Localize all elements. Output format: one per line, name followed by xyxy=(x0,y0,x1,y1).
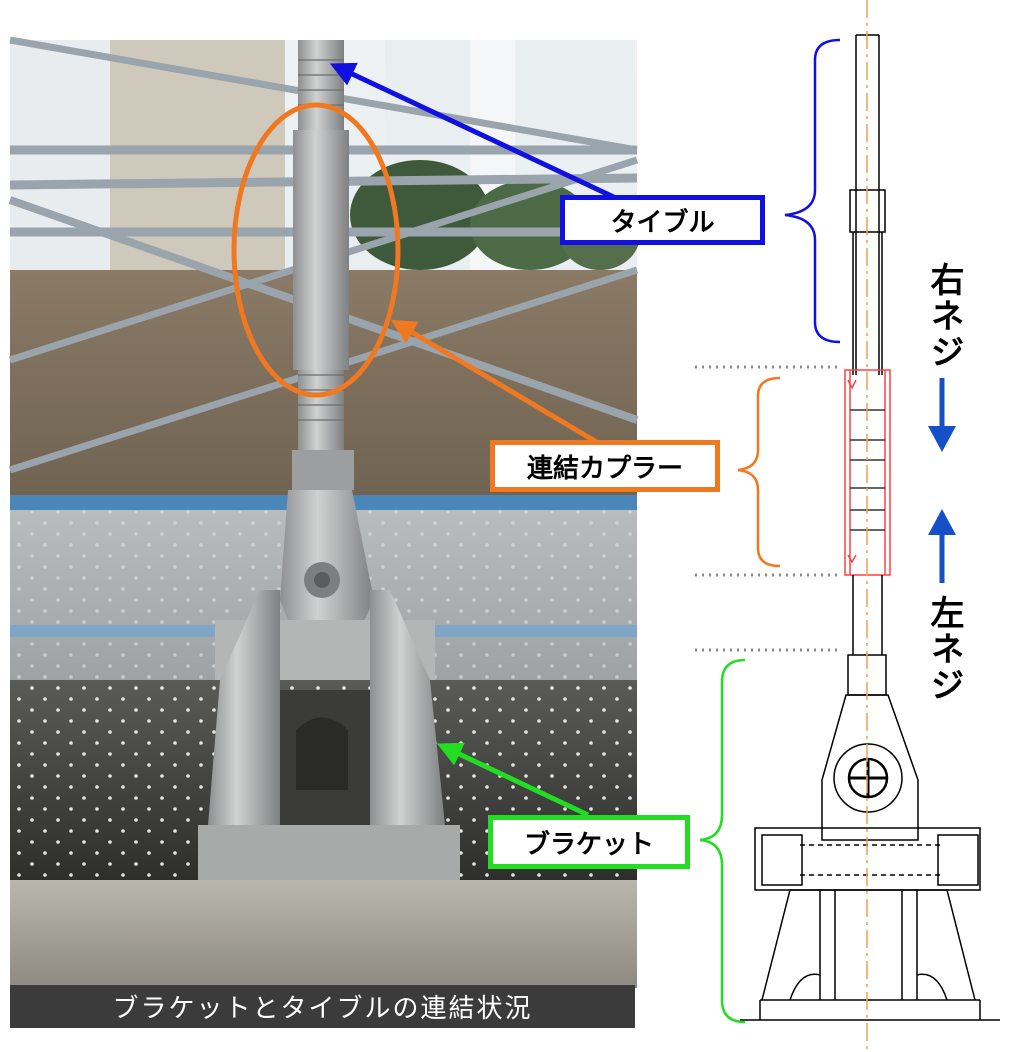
technical-drawing xyxy=(740,34,1000,1021)
thread-left-label: 左ネジ xyxy=(924,595,964,703)
photo-caption: ブラケットとタイブルの連結状況 xyxy=(10,985,635,1028)
bracket-pointer xyxy=(436,742,590,818)
thread-arrow-down xyxy=(928,378,956,452)
coupler-pointer xyxy=(390,319,612,453)
tie-cable-pointer xyxy=(329,62,622,203)
coupler-highlight-ellipse xyxy=(231,102,401,398)
coupler-brace xyxy=(737,376,781,568)
coupler-label: 連結カプラー xyxy=(490,440,720,492)
thread-arrow-up xyxy=(928,509,956,583)
divider-lines xyxy=(695,365,840,652)
bracket-label: ブラケット xyxy=(488,815,690,869)
thread-right-label: 右ネジ xyxy=(924,262,964,370)
tie-cable-label: タイブル xyxy=(560,195,765,245)
bracket-brace xyxy=(699,658,746,1024)
tie-cable-brace xyxy=(784,38,841,344)
